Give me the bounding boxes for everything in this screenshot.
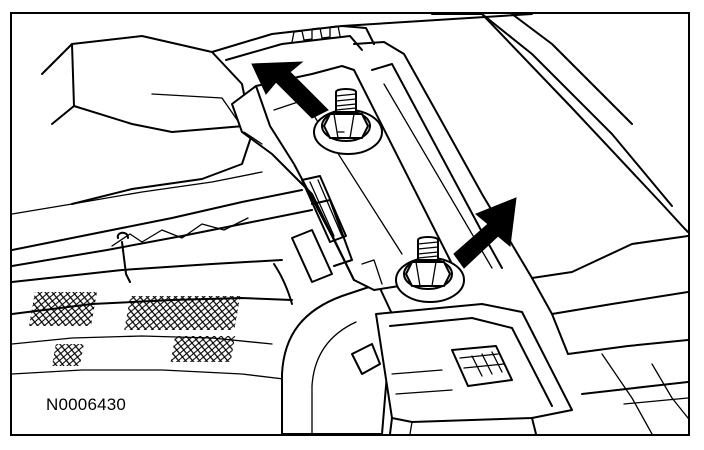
lower-stud-nut — [395, 236, 465, 303]
center-bracket — [231, 65, 453, 291]
illustration-frame: N0006430 — [10, 12, 690, 436]
left-housing — [12, 35, 263, 215]
lower-cover — [273, 263, 393, 434]
upper-stud-nut — [313, 88, 383, 155]
callout-arrow-lower — [453, 197, 517, 269]
top-wall — [211, 14, 569, 355]
right-housing — [431, 14, 688, 434]
wire-mesh-patches — [28, 292, 241, 366]
figure-id-label: N0006430 — [46, 395, 127, 414]
battery-junction-box-illustration — [12, 14, 688, 434]
fuse-connector — [351, 303, 573, 434]
callout-arrow-upper — [251, 61, 329, 119]
